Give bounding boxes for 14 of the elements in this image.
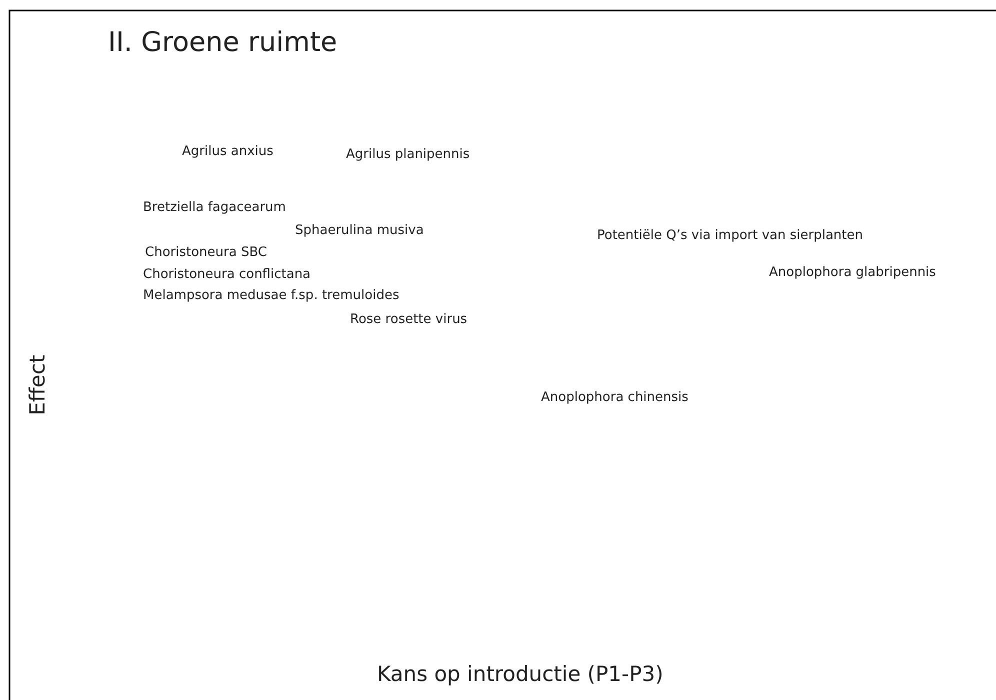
point-label: Melampsora medusae f.sp. tremuloides [143, 288, 400, 304]
point-label: Choristoneura SBC [145, 245, 267, 261]
point-label: Anoplophora chinensis [541, 390, 688, 406]
point-label: Agrilus anxius [182, 144, 274, 160]
point-label: Anoplophora glabripennis [769, 265, 936, 281]
y-axis-label: Effect [26, 354, 51, 416]
point-label: Agrilus planipennis [346, 147, 470, 163]
point-label: Potentiële Q’s via import van sierplanten [597, 228, 864, 244]
point-label: Rose rosette virus [350, 312, 468, 328]
point-label: Choristoneura conflictana [143, 267, 311, 283]
point-label: Sphaerulina musiva [295, 223, 424, 239]
x-axis-label: Kans op introductie (P1-P3) [377, 662, 664, 688]
point-label: Bretziella fagacearum [143, 200, 286, 216]
diagram-title: II. Groene ruimte [108, 27, 338, 60]
